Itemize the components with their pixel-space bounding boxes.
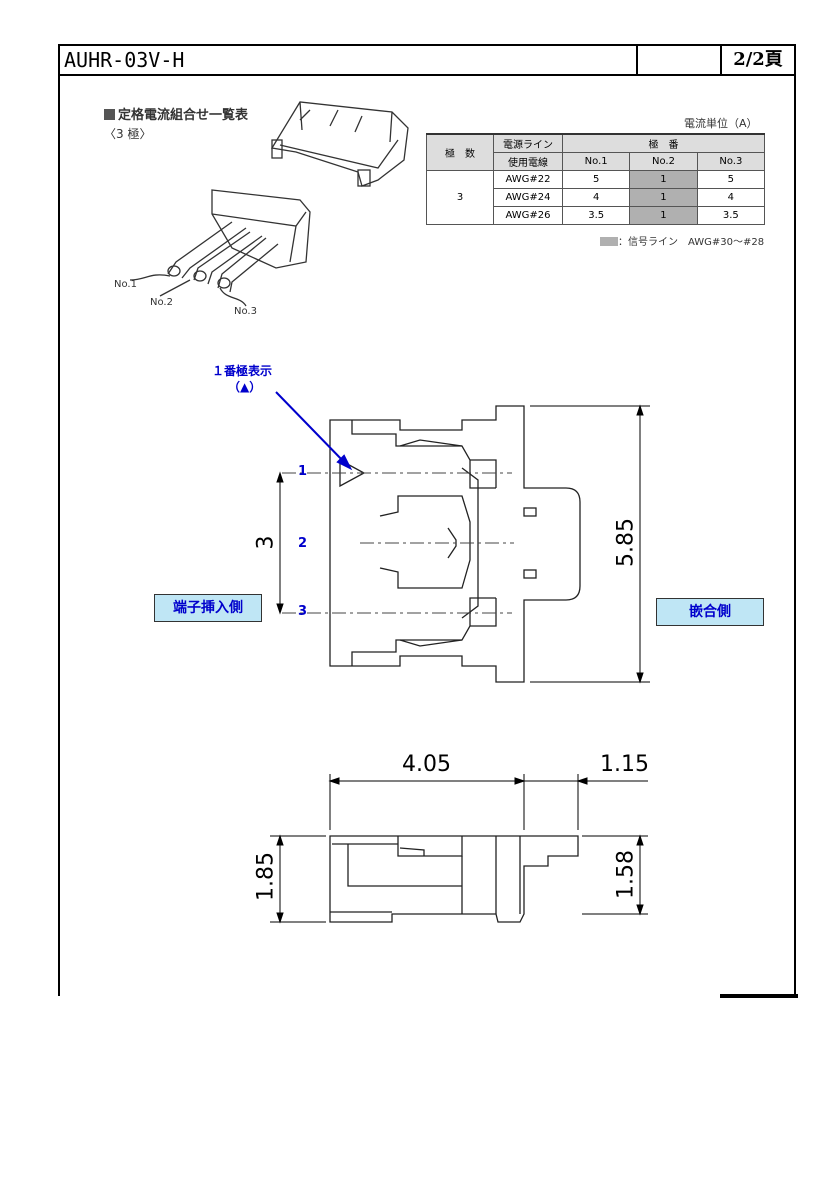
mating-side-label: 嵌合側 bbox=[656, 598, 764, 626]
col-no3-header: No.3 bbox=[696, 152, 766, 171]
gray-swatch-icon bbox=[600, 237, 618, 246]
dim-side-left: 1.85 bbox=[253, 852, 279, 901]
bottom-rule bbox=[720, 994, 798, 998]
table-row: AWG#26 3.5 1 3.5 bbox=[427, 206, 766, 225]
wire-cell: AWG#26 bbox=[493, 206, 563, 225]
table-row: 3 AWG#22 5 1 5 bbox=[426, 170, 766, 225]
connector-photo-wired bbox=[129, 189, 311, 307]
side-view-dimensions bbox=[270, 774, 648, 924]
poles-cell: 3 bbox=[426, 170, 494, 225]
pin-centerlines bbox=[282, 472, 514, 614]
side-view-outline bbox=[329, 835, 579, 923]
pin1-mark-label: １番極表示 bbox=[212, 364, 273, 378]
page-number: 2/2頁 bbox=[733, 49, 783, 70]
dim-length: 4.05 bbox=[402, 752, 451, 777]
value-cell: 3.5 bbox=[561, 206, 631, 225]
dim-height: 5.85 bbox=[613, 518, 639, 567]
value-cell: 3.5 bbox=[696, 206, 766, 225]
insert-side-label: 端子挿入側 bbox=[154, 594, 262, 622]
dim-tab: 1.15 bbox=[600, 752, 649, 777]
pin-number-1: 1 bbox=[298, 464, 308, 479]
table-row: AWG#24 4 1 4 bbox=[427, 188, 766, 207]
signal-cell: 1 bbox=[629, 206, 698, 225]
part-number: AUHR-03V-H bbox=[60, 46, 638, 74]
col-poles-header: 極 数 bbox=[426, 133, 494, 171]
dim-pitch: 3 bbox=[253, 535, 279, 550]
col-no1-header: No.1 bbox=[561, 152, 631, 171]
pin-number-3: 3 bbox=[298, 604, 308, 619]
photo-label-no1: No.1 bbox=[114, 279, 137, 290]
section-title: 定格電流組合せ一覧表 bbox=[104, 104, 248, 123]
pin-number-2: 2 bbox=[298, 536, 308, 551]
title-block: AUHR-03V-H 2/2頁 bbox=[58, 44, 796, 76]
rating-table: 極 数 電源ライン 極 番 使用電線 No.1 No.2 No.3 3 AWG#… bbox=[426, 133, 766, 225]
pin1-mark-sublabel: （▲） bbox=[228, 380, 262, 394]
table-legend: ：信号ライン AWG#30～#28 bbox=[600, 233, 764, 248]
signal-cell: 1 bbox=[629, 188, 698, 207]
current-unit: 電流単位（A） bbox=[684, 117, 758, 130]
dim-side-right: 1.58 bbox=[613, 850, 639, 899]
col-power-header: 電源ライン bbox=[493, 133, 563, 153]
pin1-pointer-arrow bbox=[275, 391, 353, 471]
photo-label-no2: No.2 bbox=[150, 297, 173, 308]
photo-label-no3: No.3 bbox=[234, 306, 257, 317]
col-pin-header: 極 番 bbox=[562, 133, 765, 153]
front-view-dimensions bbox=[276, 404, 650, 684]
front-view-outline bbox=[329, 405, 581, 683]
title-block-blank-cell bbox=[638, 46, 722, 74]
col-no2-header: No.2 bbox=[629, 152, 698, 171]
connector-photo-top bbox=[270, 101, 409, 187]
square-bullet-icon bbox=[104, 109, 115, 120]
section-subtitle: 〈3 極〉 bbox=[104, 127, 152, 141]
